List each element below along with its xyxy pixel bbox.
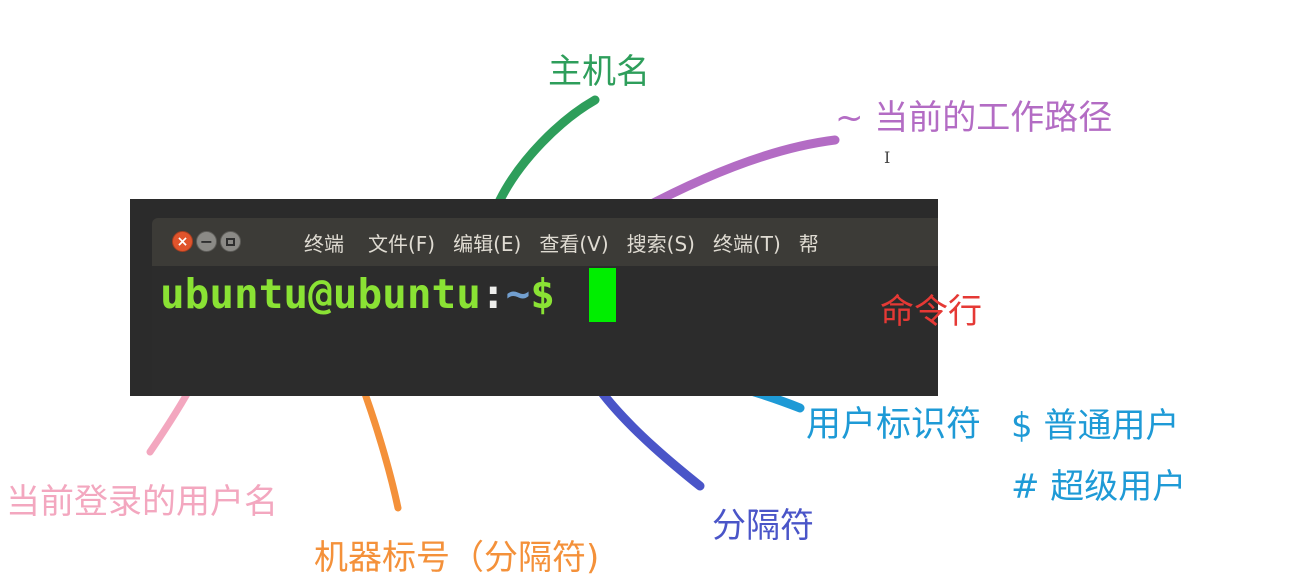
menu-edit[interactable]: 编辑(E) bbox=[453, 231, 522, 256]
prompt-username: ubuntu bbox=[160, 270, 309, 318]
prompt-path: ~ bbox=[505, 270, 531, 318]
maximize-icon bbox=[226, 237, 235, 246]
close-icon: × bbox=[176, 233, 189, 250]
prompt-symbol: $ bbox=[530, 270, 555, 318]
menu-terminal[interactable]: 终端(T) bbox=[712, 231, 781, 256]
working-dir-label: ~ 当前的工作路径 bbox=[835, 98, 1113, 138]
user-id-symbol-label: 用户标识符 bbox=[806, 405, 982, 445]
hostname-label: 主机名 bbox=[548, 52, 650, 92]
prompt-colon: : bbox=[480, 270, 506, 318]
prompt-hostname: ubuntu bbox=[332, 270, 481, 318]
separator-label: 分隔符 bbox=[712, 506, 814, 546]
text-cursor bbox=[588, 268, 616, 322]
machine-marker-label: 机器标号（分隔符) bbox=[314, 538, 600, 578]
shell-prompt: ubuntu@ubuntu:~$ bbox=[160, 268, 616, 322]
menu-search[interactable]: 搜索(S) bbox=[626, 231, 695, 256]
prompt-at-sign: @ bbox=[308, 270, 333, 318]
maximize-button[interactable] bbox=[220, 231, 241, 252]
app-name: 终端 bbox=[304, 231, 344, 256]
superuser-label: # 超级用户 bbox=[1011, 467, 1187, 507]
menu-bar: 终端 文件(F) 编辑(E) 查看(V) 搜索(S) 终端(T) 帮 bbox=[304, 218, 938, 266]
terminal-window: × − 终端 文件(F) 编辑(E) 查看(V) 搜索(S) 终端(T) 帮 u… bbox=[130, 199, 938, 396]
menu-view[interactable]: 查看(V) bbox=[539, 231, 609, 256]
mouse-ibeam-icon: I bbox=[884, 148, 891, 167]
regular-user-label: $ 普通用户 bbox=[1011, 406, 1180, 446]
close-button[interactable]: × bbox=[172, 231, 193, 252]
menu-help[interactable]: 帮 bbox=[798, 231, 819, 256]
minimize-icon: − bbox=[199, 231, 214, 251]
minimize-button[interactable]: − bbox=[196, 231, 217, 252]
terminal-titlebar: × − 终端 文件(F) 编辑(E) 查看(V) 搜索(S) 终端(T) 帮 bbox=[152, 218, 938, 266]
terminal-body[interactable]: ubuntu@ubuntu:~$ bbox=[152, 266, 938, 396]
current-user-label: 当前登录的用户名 bbox=[6, 482, 278, 522]
menu-file[interactable]: 文件(F) bbox=[368, 231, 436, 256]
command-line-label: 命令行 bbox=[880, 292, 982, 332]
